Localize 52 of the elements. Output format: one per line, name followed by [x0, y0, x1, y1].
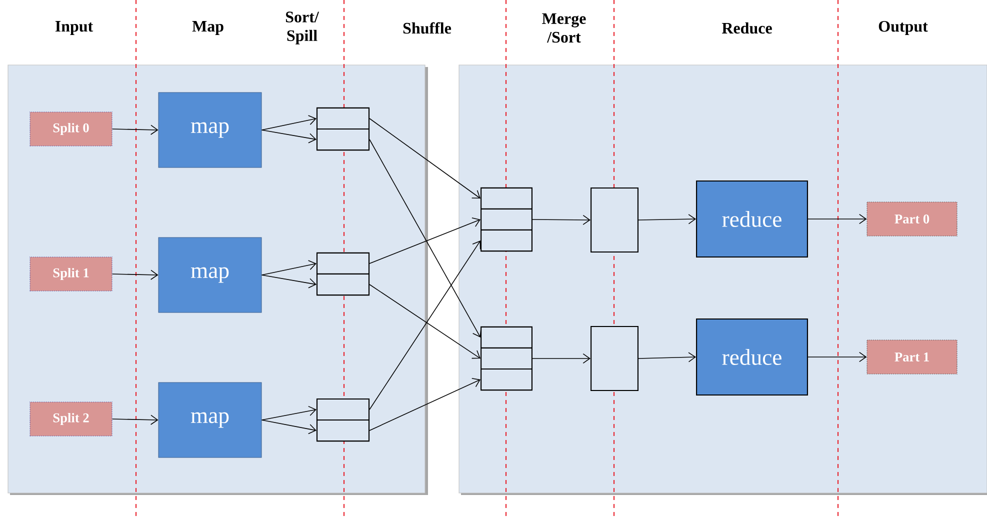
column-heading: Output: [878, 21, 928, 35]
column-heading: Reduce: [722, 22, 772, 34]
arrow: [112, 414, 158, 425]
column-heading: Input: [55, 21, 94, 35]
arrow: [112, 124, 158, 135]
output-box: Part 1: [866, 340, 958, 374]
buffer-cell: [316, 419, 370, 442]
buffer-cell: [480, 187, 532, 210]
arrow: [638, 214, 696, 224]
buffer-cell: [480, 326, 532, 349]
column-heading: Sort/ Spill: [286, 12, 320, 44]
reduce-box: reduce: [696, 180, 808, 258]
reduce-box: reduce: [696, 318, 808, 396]
arrow: [261, 130, 316, 144]
column-heading: Shuffle: [403, 22, 452, 34]
sorted-box: [590, 326, 639, 392]
arrow: [369, 378, 480, 431]
buffer-cell: [316, 398, 370, 421]
buffer-cell: [316, 128, 370, 151]
map-box: map: [158, 237, 262, 313]
buffer-cell: [316, 252, 370, 275]
arrow: [261, 420, 316, 434]
buffer-cell: [480, 347, 532, 370]
arrow: [261, 260, 316, 276]
map-box: map: [158, 382, 262, 458]
arrow: [532, 214, 590, 225]
arrow: [808, 214, 867, 224]
split-box: Split 2: [30, 402, 112, 436]
arrow: [261, 274, 316, 288]
split-box: Split 1: [30, 256, 112, 292]
arrow: [808, 352, 867, 362]
sorted-box: [590, 187, 639, 253]
arrow: [532, 353, 590, 364]
arrow: [369, 217, 480, 264]
arrow: [369, 284, 481, 359]
arrow: [261, 406, 316, 420]
arrow: [112, 270, 158, 280]
arrow: [369, 139, 482, 338]
arrow: [261, 115, 316, 130]
buffer-cell: [316, 107, 370, 130]
map-box: map: [158, 92, 262, 168]
buffer-cell: [480, 208, 532, 231]
arrow: [638, 352, 696, 362]
buffer-cell: [480, 368, 532, 391]
buffer-cell: [316, 273, 370, 296]
arrow: [369, 240, 481, 410]
buffer-cell: [480, 229, 532, 252]
split-box: Split 0: [30, 112, 112, 146]
column-heading: Map: [192, 21, 224, 35]
arrow: [369, 118, 480, 198]
output-box: Part 0: [866, 202, 958, 236]
column-heading: Merge /Sort: [542, 13, 586, 43]
